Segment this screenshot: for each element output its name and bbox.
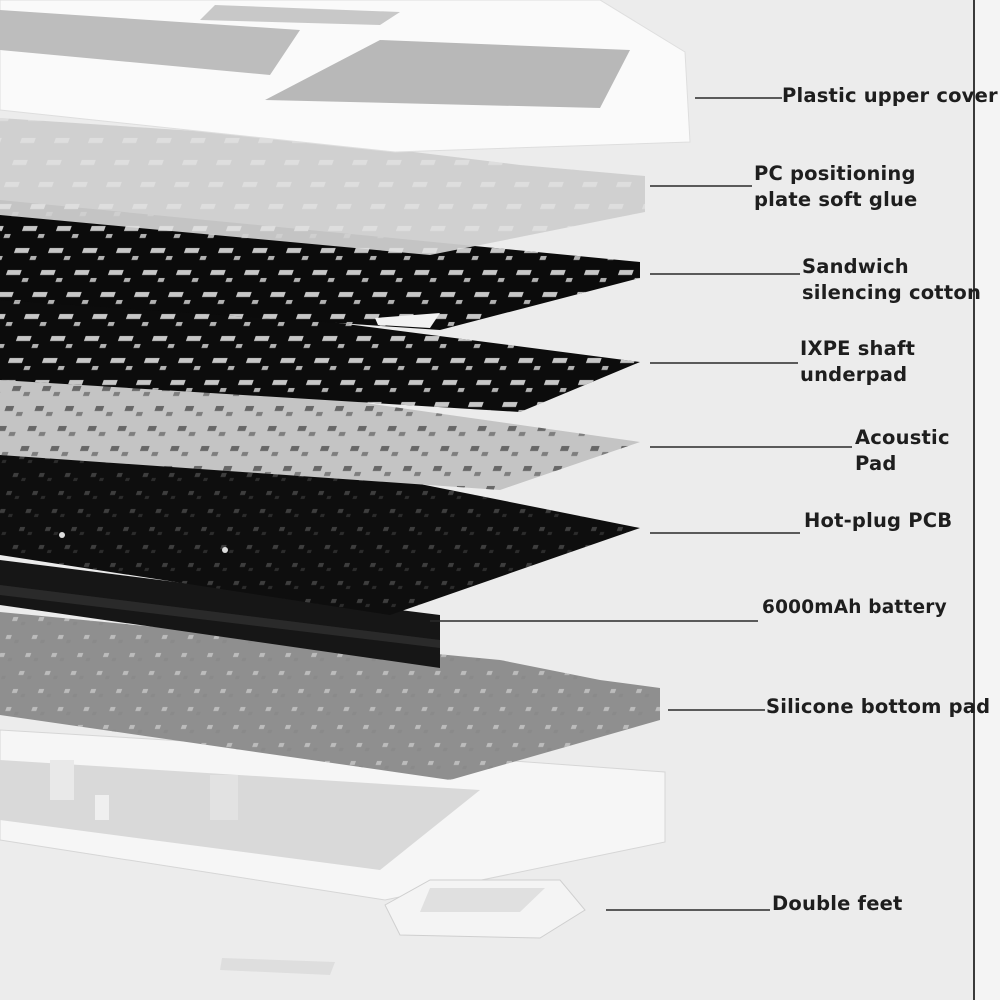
label-bottom-pad: Silicone bottom pad xyxy=(766,694,990,720)
frame-edge xyxy=(973,0,975,1000)
label-battery: 6000mAh battery xyxy=(762,595,947,621)
layer-double-feet xyxy=(220,879,586,975)
label-ixpe-underpad: IXPE shaft underpad xyxy=(800,336,915,388)
label-feet: Double feet xyxy=(772,891,903,917)
layer-pc-plate xyxy=(0,118,645,255)
layer-upper-cover xyxy=(0,0,691,153)
label-line: Pad xyxy=(855,452,897,475)
label-line: plate soft glue xyxy=(754,188,918,211)
leader-lines xyxy=(430,97,852,911)
label-line: Acoustic xyxy=(855,426,950,449)
label-line: Sandwich xyxy=(802,255,909,278)
layer-battery xyxy=(0,560,440,668)
layer-silicone-bottom-pad xyxy=(0,612,660,780)
label-sandwich-cotton: Sandwich silencing cotton xyxy=(802,254,981,306)
label-line: 6000mAh battery xyxy=(762,597,947,618)
label-line: IXPE shaft xyxy=(800,337,916,360)
layer-pcb xyxy=(0,420,640,615)
label-pc-plate: PC positioning plate soft glue xyxy=(754,161,918,213)
label-line: PC positioning xyxy=(754,162,916,185)
layer-sandwich-cotton xyxy=(0,200,640,330)
label-line: Plastic upper cover xyxy=(782,84,998,107)
label-line: Hot-plug PCB xyxy=(804,509,953,532)
label-line: Double feet xyxy=(772,892,903,915)
label-line: silencing cotton xyxy=(802,281,982,304)
layer-ixpe-underpad xyxy=(0,290,640,412)
label-line: Silicone bottom pad xyxy=(766,695,991,718)
label-line: underpad xyxy=(800,363,908,386)
label-upper-cover: Plastic upper cover xyxy=(782,83,998,109)
label-pcb: Hot-plug PCB xyxy=(804,508,952,534)
background-panel xyxy=(975,0,1000,1000)
layer-acoustic-pad xyxy=(0,378,640,490)
